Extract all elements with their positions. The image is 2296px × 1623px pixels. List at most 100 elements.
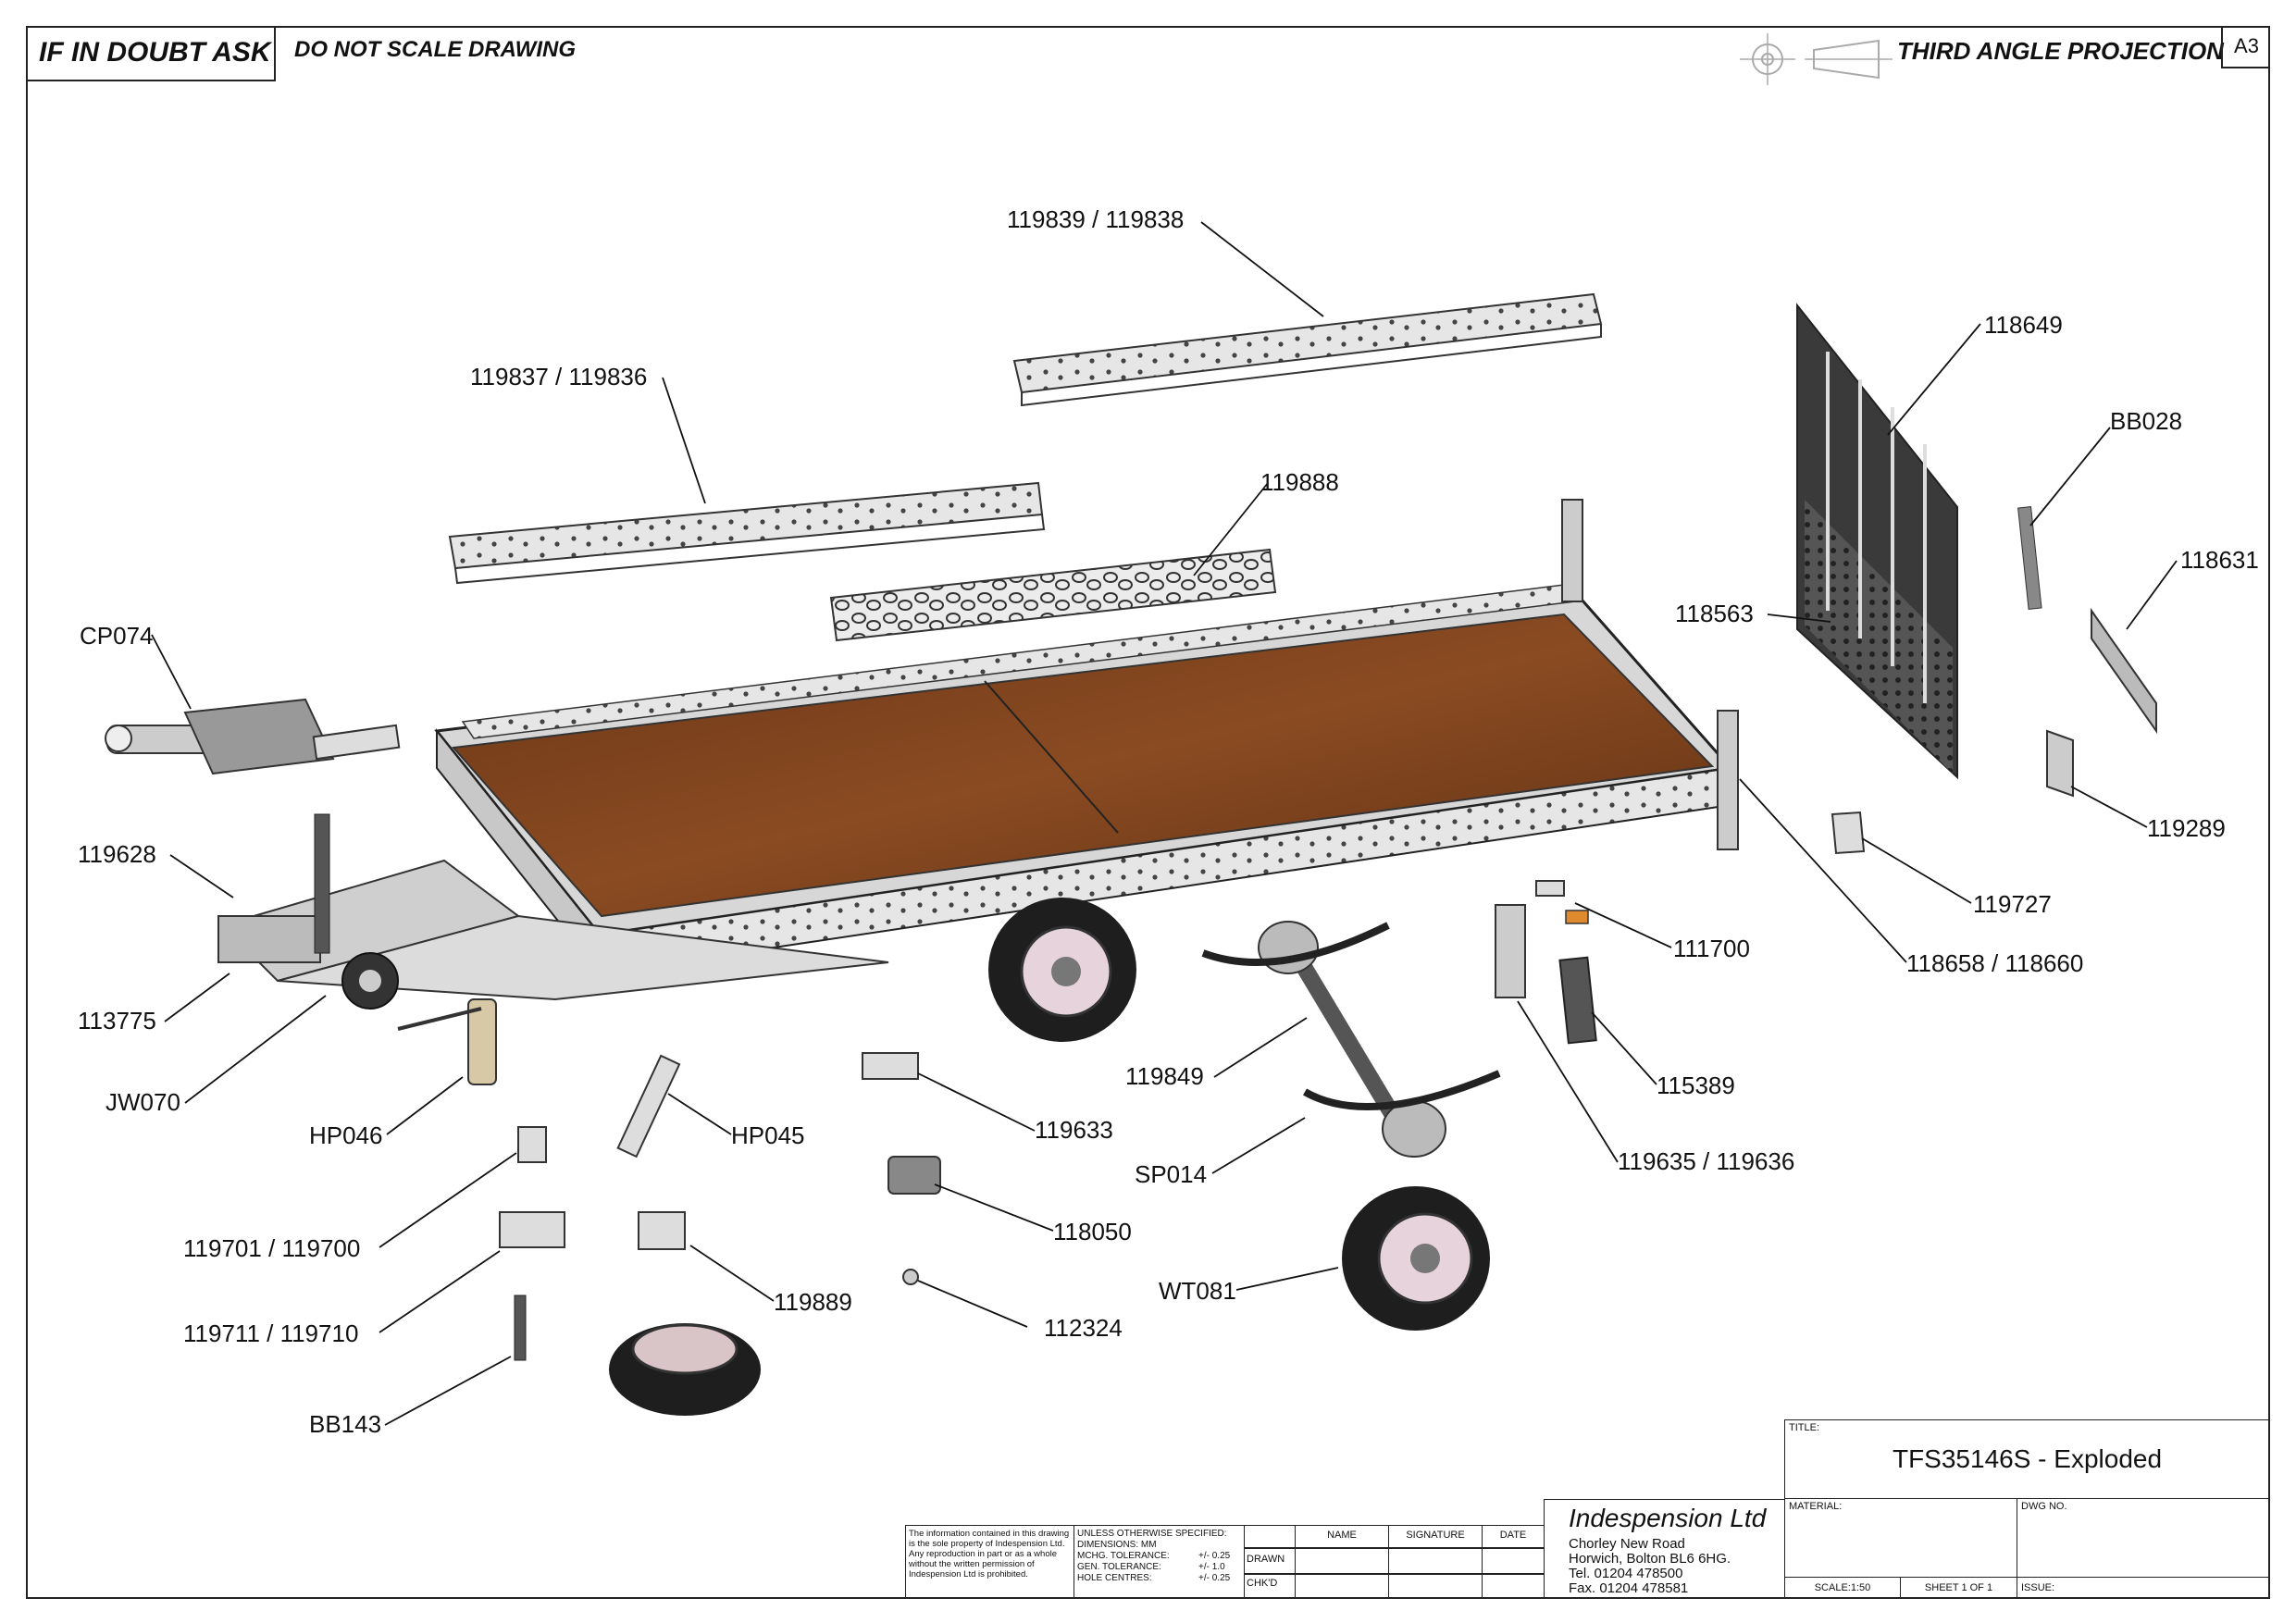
gen-tolerance-label: GEN. TOLERANCE: (1077, 1562, 1161, 1572)
callout-119635: 119635 / 119636 (1618, 1147, 1795, 1175)
company-address-1: Chorley New Road (1569, 1536, 1685, 1552)
callout-118563: 118563 (1675, 600, 1754, 627)
plate-115389 (1558, 956, 1597, 1045)
name-column: NAME (1295, 1525, 1389, 1599)
dimensions-unit: DIMENSIONS: MM (1077, 1540, 1157, 1550)
bracket-119727 (1831, 811, 1866, 855)
tolerance-cell: UNLESS OTHERWISE SPECIFIED: DIMENSIONS: … (1074, 1525, 1245, 1599)
callout-119711: 119711 / 119710 (183, 1319, 359, 1347)
bracket-119289 (2046, 729, 2074, 798)
material-cell: MATERIAL: (1784, 1498, 2017, 1578)
hole-centres-value: +/- 0.25 (1198, 1573, 1231, 1583)
callout-118631: 118631 (2180, 546, 2259, 574)
drawn-label: DRAWN (1247, 1554, 1285, 1565)
bracket-119635 (1495, 904, 1526, 998)
date-header: DATE (1499, 1530, 1527, 1541)
title-cell: TITLE: TFS35146S - Exploded (1784, 1419, 2270, 1499)
chkd-label: CHK'D (1247, 1578, 1278, 1589)
issue-cell: ISSUE: (2017, 1577, 2270, 1599)
approval-divider (1244, 1573, 1545, 1575)
gas-strut-bb028 (2017, 506, 2042, 610)
mchg-tolerance-label: MCHG. TOLERANCE: (1077, 1551, 1170, 1561)
dwg-no-label: DWG NO. (2021, 1501, 2067, 1512)
sheet-cell: SHEET 1 OF 1 (1900, 1577, 2017, 1599)
bracket-119889 (638, 1211, 686, 1250)
callout-113775: 113775 (78, 1007, 156, 1035)
company-tel: Tel. 01204 478500 (1569, 1566, 1683, 1581)
wheel-wt081 (1342, 1186, 1490, 1331)
signature-column: SIGNATURE (1388, 1525, 1483, 1599)
drawing-title: TFS35146S - Exploded (1892, 1444, 2163, 1473)
floor-plate-119837 (448, 481, 1046, 585)
projection-label: THIRD ANGLE PROJECTION (1897, 37, 2224, 65)
bracket-118050 (887, 1156, 941, 1195)
callout-119839: 119839 / 119838 (1007, 205, 1185, 233)
coupling-cp074 (105, 698, 401, 775)
callout-119837: 119837 / 119836 (470, 363, 648, 390)
callout-119889: 119889 (774, 1288, 852, 1316)
dwg-no-cell: DWG NO. (2017, 1498, 2270, 1578)
callout-hp045: HP045 (731, 1121, 805, 1149)
mchg-tolerance-value: +/- 0.25 (1198, 1551, 1231, 1561)
callout-jw070: JW070 (105, 1088, 180, 1116)
name-header: NAME (1327, 1530, 1357, 1541)
callout-119633: 119633 (1035, 1116, 1113, 1144)
callout-118050: 118050 (1053, 1218, 1132, 1245)
pump-hp046 (467, 998, 497, 1085)
ram-hp045 (616, 1054, 681, 1158)
sheet-size-label: A3 (2221, 26, 2270, 68)
company-address-2: Horwich, Bolton BL6 6HG. (1569, 1551, 1731, 1567)
bolt-bb143 (514, 1295, 527, 1361)
signature-header: SIGNATURE (1406, 1530, 1465, 1541)
company-name: Indespension Ltd (1569, 1504, 1767, 1532)
ramp-gate-118649 (1796, 303, 1958, 780)
callout-cp074: CP074 (80, 622, 154, 650)
if-in-doubt-label: IF IN DOUBT ASK (26, 26, 276, 81)
callout-bb143: BB143 (309, 1410, 382, 1438)
material-label: MATERIAL: (1789, 1501, 1843, 1512)
title-label: TITLE: (1789, 1422, 1820, 1433)
bracket-119633 (862, 1052, 919, 1080)
spare-tyre (609, 1323, 761, 1416)
light-111700 (1535, 880, 1565, 897)
callout-119701: 119701 / 119700 (183, 1234, 361, 1262)
callout-hp046: HP046 (309, 1121, 383, 1149)
reflector-111700 (1565, 910, 1589, 924)
bracket-119711 (499, 1211, 565, 1248)
projection-symbol-icon (1740, 33, 1893, 85)
axle-119849 (1201, 921, 1501, 1158)
callout-119289: 119289 (2147, 814, 2226, 842)
company-cell: Indespension Ltd Chorley New Road Horwic… (1544, 1499, 1785, 1599)
callout-wt081: WT081 (1159, 1277, 1236, 1305)
bracket-119701 (517, 1126, 547, 1163)
drawbar-119628 (217, 859, 889, 1001)
callout-118658: 118658 / 118660 (1906, 949, 2084, 977)
company-fax: Fax. 01204 478581 (1569, 1580, 1689, 1596)
date-column: DATE (1482, 1525, 1545, 1599)
pump-handle-hp046 (397, 1007, 482, 1031)
proprietary-notice: The information contained in this drawin… (905, 1525, 1074, 1599)
callout-119888: 119888 (1260, 468, 1339, 496)
trailer-chassis (434, 499, 1739, 976)
floor-plate-119839 (1012, 292, 1603, 407)
callout-119628: 119628 (78, 840, 156, 868)
callout-115389: 115389 (1657, 1072, 1735, 1099)
scale-cell: SCALE:1:50 (1784, 1577, 1901, 1599)
callout-111700: 111700 (1673, 935, 1750, 962)
unless-specified: UNLESS OTHERWISE SPECIFIED: (1077, 1529, 1227, 1539)
callout-119727: 119727 (1973, 890, 2052, 918)
approval-divider (1244, 1547, 1545, 1549)
jockey-wheel-jw070 (314, 813, 399, 1010)
road-wheel-main (988, 898, 1136, 1042)
callout-119849: 119849 (1125, 1062, 1204, 1090)
callout-118649: 118649 (1984, 311, 2063, 339)
do-not-scale-label: DO NOT SCALE DRAWING (294, 37, 576, 62)
floor-plate-119888 (829, 548, 1277, 642)
callout-112324: 112324 (1044, 1314, 1123, 1342)
leader-lines (151, 221, 2178, 1426)
bracket-118631 (2091, 607, 2157, 735)
callout-sp014: SP014 (1135, 1160, 1208, 1188)
approval-row-labels: DRAWN CHK'D (1244, 1525, 1296, 1599)
